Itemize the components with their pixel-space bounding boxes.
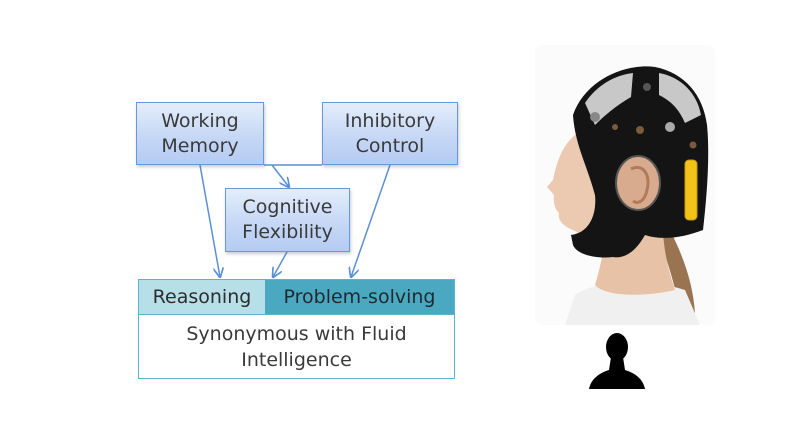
node-label-line: Control (355, 134, 425, 157)
cap-panel (585, 73, 633, 125)
cap-panel (659, 73, 701, 123)
node-label-line: Working (161, 109, 239, 132)
arrow-ic-to-problem (351, 164, 391, 277)
node-label-line: Memory (161, 134, 239, 157)
node-label-line: Cognitive (242, 196, 333, 218)
arrow-wm-to-reasoning (199, 164, 220, 277)
electrode (689, 141, 697, 149)
cell-problem-solving: Problem-solving (265, 280, 454, 314)
electrode (612, 124, 618, 130)
cell-reasoning: Reasoning (139, 280, 265, 314)
electrode (665, 122, 675, 132)
arrow-cf-to-problem (273, 251, 288, 277)
electrode (636, 126, 644, 134)
electrode (590, 112, 600, 122)
description-line: Intelligence (241, 348, 352, 371)
node-label-line: Flexibility (242, 221, 333, 243)
node-cognitive-flexibility: Cognitive Flexibility (225, 188, 350, 252)
eeg-amplifier (684, 159, 698, 221)
node-inhibitory-control: Inhibitory Control (322, 102, 458, 165)
shirt (565, 280, 700, 325)
ear-opening (615, 155, 661, 211)
outcome-description: Synonymous with Fluid Intelligence (139, 315, 454, 378)
node-label-line: Inhibitory (344, 109, 436, 132)
node-working-memory: Working Memory (136, 102, 264, 165)
outcome-header-row: Reasoning Problem-solving (139, 280, 454, 315)
eeg-headset-photo (535, 45, 715, 389)
electrode (643, 83, 651, 91)
person-silhouette-icon (589, 333, 645, 389)
arrow-wm-to-cf (271, 164, 289, 187)
outcome-box: Reasoning Problem-solving Synonymous wit… (138, 279, 455, 379)
ear (630, 166, 650, 204)
description-line: Synonymous with Fluid (186, 322, 407, 345)
